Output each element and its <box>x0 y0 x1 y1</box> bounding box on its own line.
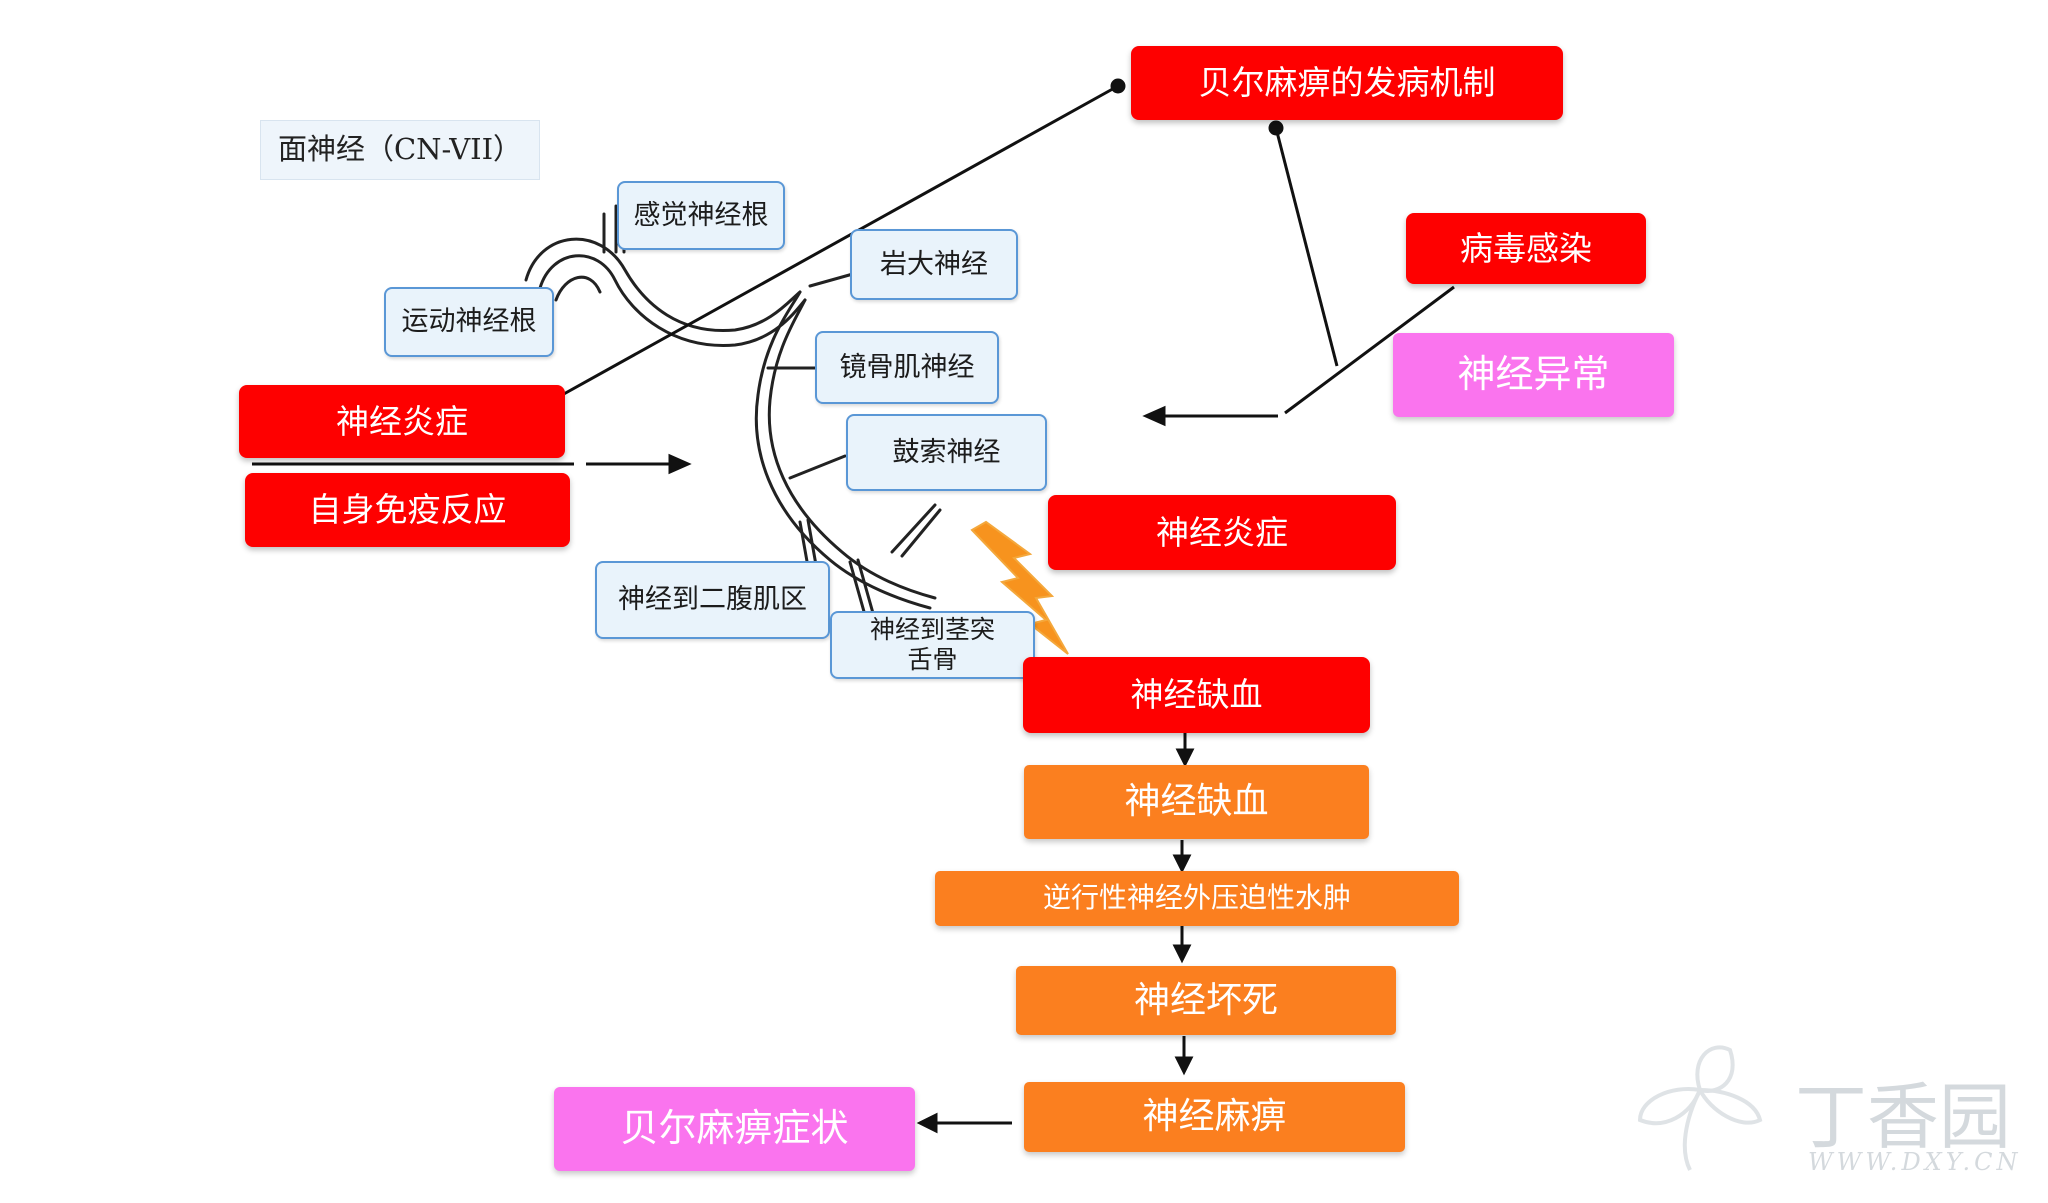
flow-necrosis: 神经坏死 <box>1016 966 1396 1035</box>
nerve-abnormal: 神经异常 <box>1393 333 1674 417</box>
label-stapedius: 镜骨肌神经 <box>815 331 999 404</box>
connector-title-junction <box>1268 120 1455 415</box>
virus-infection: 病毒感染 <box>1406 213 1646 284</box>
mid-nerve-inflammation: 神经炎症 <box>1048 495 1396 570</box>
arrow-left-boxes <box>252 453 692 475</box>
label-motor-root: 运动神经根 <box>384 287 554 357</box>
label-digastric: 神经到二腹肌区 <box>595 561 830 639</box>
label-sensory-root: 感觉神经根 <box>617 181 785 250</box>
flow-ischemia: 神经缺血 <box>1024 765 1369 839</box>
autoimmune-reaction: 自身免疫反应 <box>245 473 570 547</box>
facial-nerve-title: 面神经（CN-VII） <box>260 120 540 180</box>
watermark-flower-icon <box>1637 1045 1763 1171</box>
bell-palsy-symptoms: 贝尔麻痹症状 <box>554 1087 915 1171</box>
lightning-icon <box>970 520 1069 655</box>
label-chorda-tympani: 鼓索神经 <box>846 414 1047 491</box>
flow-paralysis: 神经麻痹 <box>1024 1082 1405 1152</box>
mechanism-title: 贝尔麻痹的发病机制 <box>1131 46 1563 120</box>
left-nerve-inflammation: 神经炎症 <box>239 385 565 458</box>
watermark-brand: 丁香园 <box>1795 1075 2012 1159</box>
flow-arrows <box>916 733 1195 1134</box>
watermark-url: WWW.DXY.CN <box>1808 1148 2022 1176</box>
nerve-ischemia-red: 神经缺血 <box>1023 657 1370 733</box>
flow-edema: 逆行性神经外压迫性水肿 <box>935 871 1459 926</box>
arrow-junction-left <box>1142 405 1278 427</box>
label-stylohyoid: 神经到茎突 舌骨 <box>830 611 1035 679</box>
connector-title-left <box>561 78 1126 397</box>
label-greater-petrosal: 岩大神经 <box>850 229 1018 300</box>
